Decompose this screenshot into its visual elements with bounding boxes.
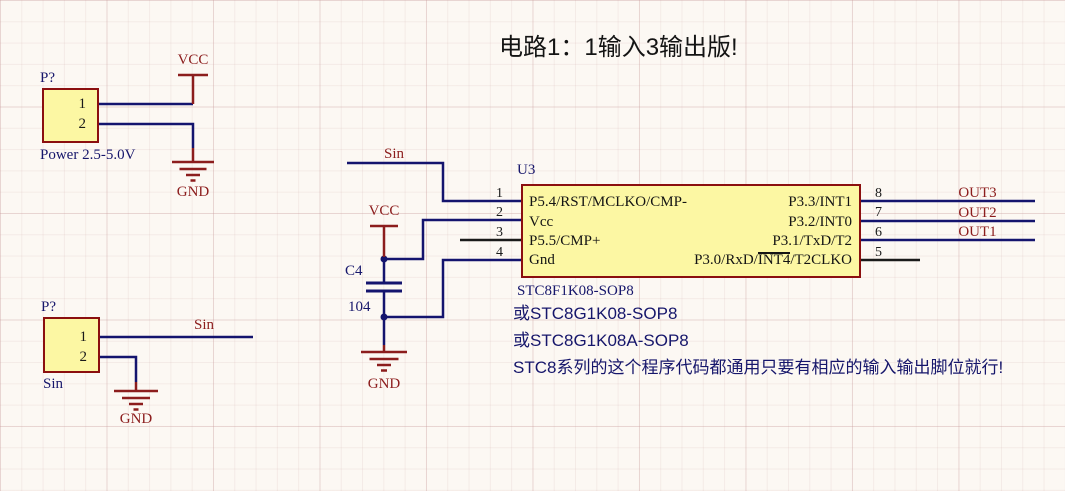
chip-pin2-name: Vcc bbox=[529, 214, 554, 230]
power-connector-pin1-number: 1 bbox=[78, 96, 87, 112]
signal-connector-label: Sin bbox=[43, 376, 64, 392]
out3-net-label: OUT3 bbox=[958, 185, 997, 201]
chip-pin6-number: 6 bbox=[875, 225, 882, 240]
capacitor-designator: C4 bbox=[345, 263, 363, 279]
chip-pin6-name: P3.1/TxD/T2 bbox=[772, 233, 852, 249]
chip-part-note: STC8F1K08-SOP8 bbox=[517, 283, 634, 299]
gnd-symbol-signal-connector bbox=[114, 382, 158, 411]
power-connector-body[interactable] bbox=[42, 88, 99, 143]
power-connector-designator: P? bbox=[40, 70, 55, 86]
chip-designator: U3 bbox=[517, 162, 536, 178]
alt-part-note-1: 或STC8G1K08-SOP8 bbox=[513, 304, 678, 323]
gnd-net-label-power-connector: GND bbox=[176, 184, 210, 200]
signal-connector-pin2-number: 2 bbox=[79, 349, 88, 365]
chip-pin3-name: P5.5/CMP+ bbox=[529, 233, 601, 249]
chip-pin5-number: 5 bbox=[875, 245, 882, 260]
sin-net-label-chip: Sin bbox=[383, 146, 404, 162]
vcc-bar-symbol-power-connector bbox=[178, 73, 208, 104]
sin-net-label-connector: Sin bbox=[194, 317, 215, 333]
junction-dot-vcc bbox=[380, 255, 388, 263]
signal-connector-pin1-number: 1 bbox=[79, 329, 88, 345]
wire-gnd-to-chip-pin4 bbox=[384, 258, 521, 319]
chip-body[interactable] bbox=[521, 184, 861, 278]
out2-net-label: OUT2 bbox=[958, 205, 997, 221]
chip-pin5-name: P3.0/RxD/INT4/T2CLKO bbox=[640, 252, 852, 268]
alt-part-note-2: 或STC8G1K08A-SOP8 bbox=[513, 331, 689, 350]
chip-pin5-name-pre: P3.0/RxD/ bbox=[694, 252, 758, 268]
vcc-net-label-power-connector: VCC bbox=[177, 52, 209, 68]
chip-pin8-name: P3.3/INT1 bbox=[788, 194, 852, 210]
chip-pin5-name-overlined: INT4 bbox=[757, 252, 791, 268]
capacitor-symbol[interactable] bbox=[366, 281, 402, 293]
wire-vcc-to-chip-pin2 bbox=[384, 218, 521, 261]
wire-sin-to-chip-pin1 bbox=[347, 161, 521, 203]
chip-pin1-number: 1 bbox=[496, 186, 503, 201]
chip-pin3-number: 3 bbox=[496, 225, 503, 240]
vcc-bar-symbol-capacitor bbox=[370, 224, 398, 257]
chip-pin8-number: 8 bbox=[875, 186, 882, 201]
vcc-net-label-capacitor: VCC bbox=[368, 203, 400, 219]
gnd-symbol-power-connector bbox=[172, 148, 214, 182]
compatibility-note: STC8系列的这个程序代码都通用只要有相应的输入输出脚位就行! bbox=[513, 358, 1004, 377]
signal-connector-designator: P? bbox=[41, 299, 56, 315]
signal-connector-body[interactable] bbox=[43, 317, 100, 373]
chip-pin1-name: P5.4/RST/MCLKO/CMP- bbox=[529, 194, 687, 210]
wire-power-pin2-gnd bbox=[98, 122, 195, 148]
chip-pin7-name: P3.2/INT0 bbox=[788, 214, 852, 230]
wire-sin-connector-gnd bbox=[99, 355, 138, 382]
power-connector-label: Power 2.5-5.0V bbox=[40, 147, 136, 163]
chip-pin4-name: Gnd bbox=[529, 252, 555, 268]
sheet-title: 电路1：1输入3输出版! bbox=[499, 34, 738, 61]
chip-pin2-number: 2 bbox=[496, 205, 503, 220]
chip-pin5-name-post: /T2CLKO bbox=[790, 252, 852, 268]
gnd-net-label-capacitor: GND bbox=[367, 376, 401, 392]
power-connector-pin2-number: 2 bbox=[78, 116, 87, 132]
chip-pin7-number: 7 bbox=[875, 205, 882, 220]
capacitor-value: 104 bbox=[348, 299, 371, 315]
gnd-symbol-capacitor bbox=[361, 345, 407, 372]
gnd-net-label-signal-connector: GND bbox=[119, 411, 153, 427]
junction-dot-gnd bbox=[380, 313, 388, 321]
out1-net-label: OUT1 bbox=[958, 224, 997, 240]
chip-pin4-number: 4 bbox=[496, 245, 503, 260]
